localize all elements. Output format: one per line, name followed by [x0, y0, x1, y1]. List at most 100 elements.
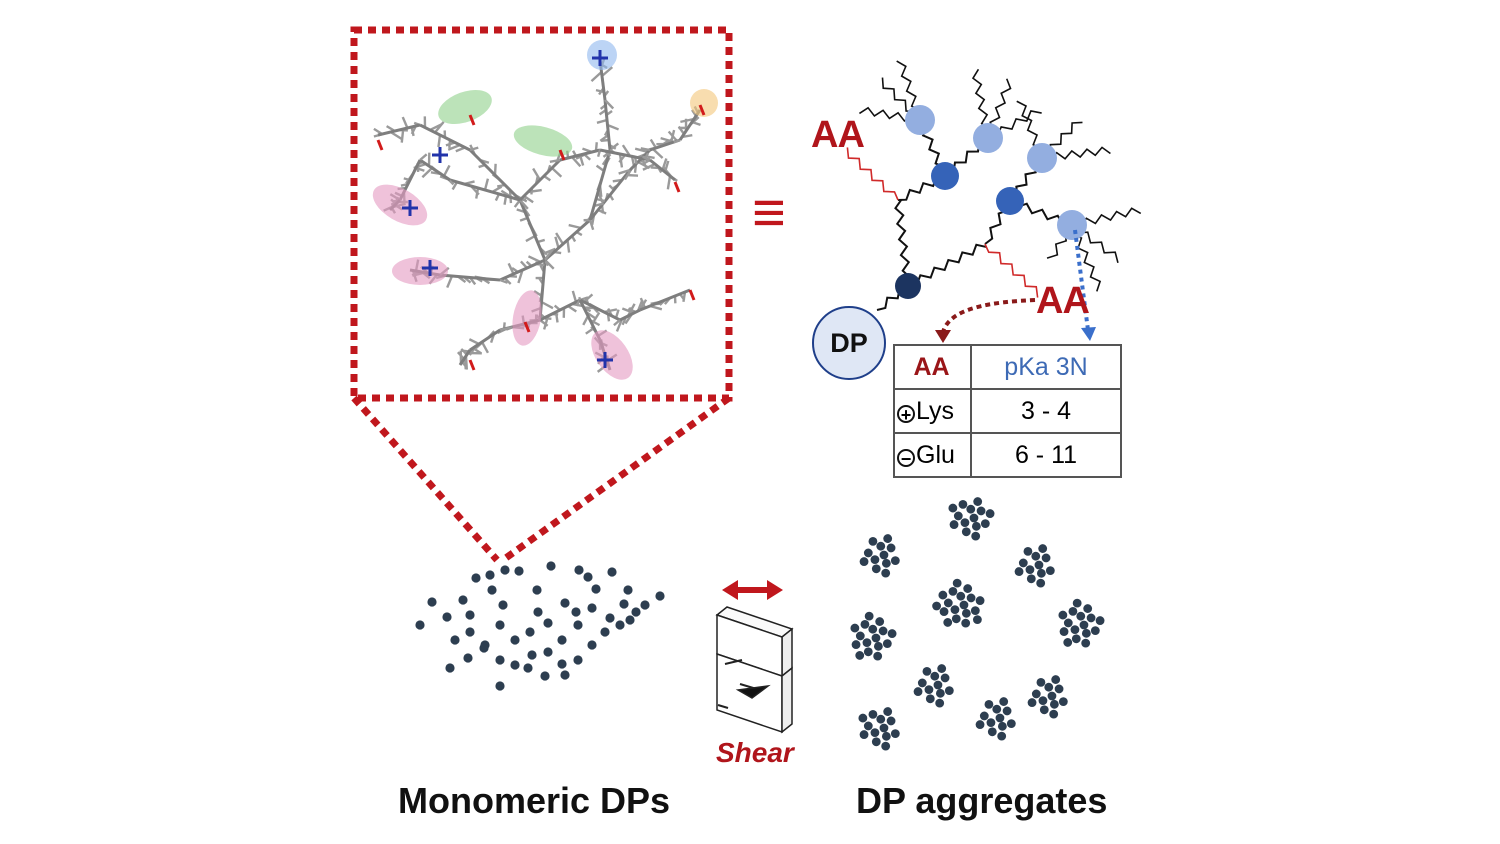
functional-group-highlight [513, 125, 573, 157]
dp-aggregate-dot [868, 536, 878, 546]
dp-aggregate-dot [1054, 684, 1064, 694]
pointer-arrows [935, 229, 1096, 343]
backbone-bond [439, 273, 501, 282]
bond [621, 307, 635, 315]
dp-aggregate-dot [1047, 691, 1057, 701]
dp-aggregate-dot [961, 608, 971, 618]
dp-monomer-dot [527, 650, 537, 660]
dp-aggregate-dot [943, 598, 953, 608]
dp-monomer-dot [510, 660, 520, 670]
dp-aggregate-dot [1059, 627, 1069, 636]
bond [555, 232, 565, 245]
dp-aggregate-dot [864, 611, 874, 621]
dp-aggregate-dot [950, 605, 960, 615]
dp-aggregate-dot [1038, 696, 1048, 706]
bond [607, 123, 620, 131]
functional-group-highlight [587, 40, 617, 70]
backbone-bond [559, 148, 601, 162]
callout-left-line [351, 395, 500, 563]
dp-aggregate-dot [1014, 567, 1024, 576]
dp-aggregate-dot [863, 647, 873, 657]
bond [447, 143, 461, 151]
backbone-bond [599, 148, 651, 162]
dp-aggregate-dot [1031, 551, 1041, 561]
dp-aggregate-dot [1086, 613, 1096, 623]
dp-monomer-dot [458, 595, 468, 605]
dp-aggregate-dot [1081, 628, 1091, 638]
dp-aggregate-dot [1045, 566, 1055, 576]
dp-aggregate-dot [858, 713, 868, 723]
bond [590, 311, 601, 325]
backbone-bond [619, 308, 641, 322]
nitrogen-atom [402, 200, 418, 216]
dp-monomer-dot [540, 671, 550, 681]
dp-aggregate-dot [883, 534, 893, 543]
dp-aggregate-dot [930, 671, 940, 681]
dp-aggregate-dot [868, 624, 878, 634]
bond [571, 156, 582, 168]
dp-aggregate-dot [878, 626, 888, 636]
dp-aggregate-dot [881, 731, 891, 741]
bond [480, 341, 490, 354]
functional-group-highlight [690, 89, 718, 117]
dp-monomer-dot [450, 635, 460, 645]
dp-monomer-dot [625, 615, 635, 625]
bond [483, 178, 490, 191]
bond [519, 199, 529, 210]
dp-monomer-dot [445, 663, 455, 673]
aa-label-top: AA [811, 114, 865, 156]
bond [410, 126, 415, 137]
dp-aggregate-dot [976, 506, 986, 516]
zoom-callout [350, 26, 733, 563]
dp-aggregate-dot [875, 617, 885, 626]
dp-monomer-dot [532, 585, 542, 595]
generation-1-node [931, 162, 959, 190]
dp-aggregate-dot [980, 519, 990, 529]
bond [673, 138, 681, 144]
dp-aggregate-dot [951, 614, 961, 624]
double-arrow-icon [722, 580, 783, 600]
dp-aggregate-dot [1063, 638, 1073, 647]
bond [527, 255, 542, 264]
dp-aggregate-dot [960, 518, 970, 528]
dp-aggregate-dot [871, 633, 881, 643]
bond [640, 147, 651, 152]
bond [429, 123, 443, 132]
dp-monomer-dot [607, 567, 617, 577]
bond [596, 149, 602, 158]
dp-monomer-dot [560, 598, 570, 608]
dp-aggregate-dot [886, 716, 896, 726]
dp-aggregate-dot [1041, 553, 1051, 563]
dp-core-circle: DP [812, 306, 886, 380]
dp-monomer-dot [510, 635, 520, 645]
bond [571, 290, 578, 303]
backbone-bond [539, 298, 581, 322]
table-cell-pka: 6 - 11 [970, 432, 1122, 478]
nitrogen-atom [422, 260, 438, 276]
dp-aggregate-dot [1090, 626, 1100, 636]
bond [568, 223, 582, 230]
dp-aggregate-dot [879, 723, 889, 733]
backbone-bond [649, 158, 676, 182]
bond [442, 164, 451, 177]
dp-aggregate-dot [997, 731, 1007, 741]
dendron-schematic [846, 60, 1142, 311]
dendron-branch [907, 243, 987, 287]
dp-aggregate-dot [1002, 706, 1012, 716]
backbone-bond [579, 298, 621, 322]
oxygen-atom [523, 321, 531, 333]
aggregate-dots [850, 497, 1105, 751]
generation-2-node [1027, 143, 1057, 173]
nitrogen-atom [597, 352, 613, 368]
positive-charge-icon: + [897, 404, 915, 424]
dp-aggregate-dot [890, 729, 900, 739]
dp-monomer-dot [587, 603, 597, 613]
generation-0-node [895, 273, 921, 299]
dp-monomer-dot [605, 613, 615, 623]
dp-core-label: DP [830, 327, 868, 358]
dp-aggregate-dot [890, 556, 900, 566]
bond [421, 167, 433, 179]
bond [517, 269, 524, 284]
linker-chain [846, 147, 899, 201]
